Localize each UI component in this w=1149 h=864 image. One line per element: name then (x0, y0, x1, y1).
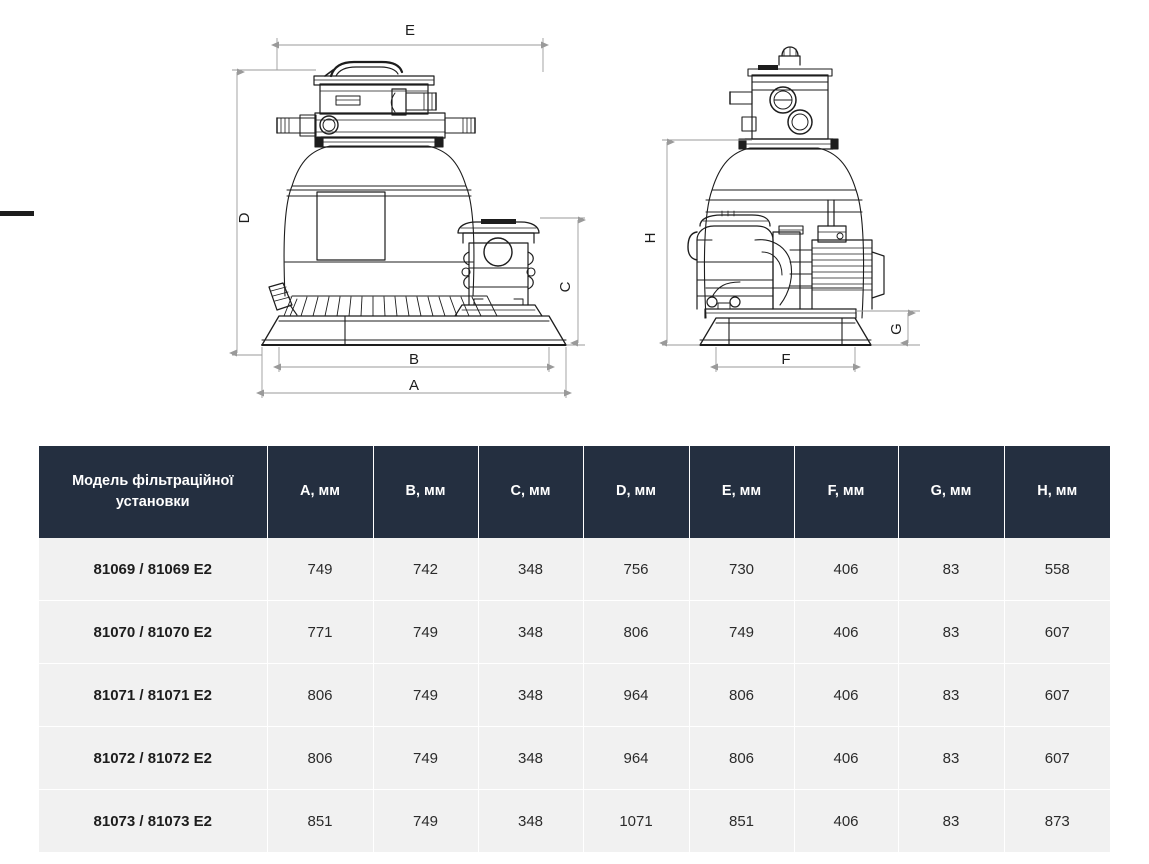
table-row: 81069 / 81069 E2 749 742 348 756 730 406… (39, 538, 1110, 601)
cell-e: 730 (689, 538, 795, 601)
cell-b: 749 (373, 600, 479, 664)
column-header-e: E, мм (689, 446, 795, 538)
cell-a: 749 (267, 538, 374, 601)
cell-c: 348 (478, 600, 584, 664)
dimension-A (256, 347, 572, 398)
specifications-table-container: Модель фільтраційної установки A, мм B, … (39, 446, 1110, 852)
front-base-plate (261, 315, 567, 346)
table-row: 81072 / 81072 E2 806 749 348 964 806 406… (39, 726, 1110, 790)
specifications-table: Модель фільтраційної установки A, мм B, … (39, 446, 1110, 852)
cell-model: 81073 / 81073 E2 (39, 789, 268, 852)
column-header-model: Модель фільтраційної установки (39, 446, 268, 538)
cell-d: 964 (583, 726, 690, 790)
cell-a: 806 (267, 726, 374, 790)
cell-d: 1071 (583, 789, 690, 852)
technical-drawing-svg: E D C B A H G F (0, 22, 920, 398)
dimension-label-G: G (888, 323, 905, 335)
cell-a: 771 (267, 600, 374, 664)
table-header: Модель фільтраційної установки A, мм B, … (39, 446, 1110, 538)
pump-front-view (454, 219, 543, 317)
cell-h: 607 (1004, 663, 1110, 727)
cell-f: 406 (794, 726, 899, 790)
cell-c: 348 (478, 726, 584, 790)
dimension-labels: E D C B A H G F (236, 22, 905, 394)
cell-d: 756 (583, 538, 690, 601)
filter-tank-body (283, 145, 475, 297)
cell-d: 964 (583, 663, 690, 727)
cell-b: 749 (373, 789, 479, 852)
cell-e: 749 (689, 600, 795, 664)
dimension-B (273, 347, 555, 372)
cell-f: 406 (794, 663, 899, 727)
front-view-drawing (261, 60, 567, 346)
cell-g: 83 (898, 538, 1005, 601)
cell-a: 806 (267, 663, 374, 727)
table-row: 81073 / 81073 E2 851 749 348 1071 851 40… (39, 789, 1110, 852)
multiport-valve-front (276, 60, 476, 139)
cell-c: 348 (478, 538, 584, 601)
cell-g: 83 (898, 726, 1005, 790)
dimension-F (710, 347, 861, 372)
tank-skirt-ribs (283, 295, 498, 317)
dimension-label-E: E (405, 22, 415, 39)
cell-g: 83 (898, 789, 1005, 852)
column-header-g: G, мм (898, 446, 1005, 538)
cell-h: 558 (1004, 538, 1110, 601)
cell-e: 851 (689, 789, 795, 852)
dimension-G (856, 309, 920, 347)
cell-h: 607 (1004, 726, 1110, 790)
cell-h: 873 (1004, 789, 1110, 852)
table-row: 81071 / 81071 E2 806 749 348 964 806 406… (39, 663, 1110, 727)
dimension-E (271, 38, 549, 72)
cell-g: 83 (898, 663, 1005, 727)
table-body: 81069 / 81069 E2 749 742 348 756 730 406… (39, 538, 1110, 852)
dimension-H (659, 138, 752, 347)
dimension-label-B: B (409, 351, 419, 368)
pump-side-view (0, 199, 885, 319)
dimension-C (540, 216, 586, 347)
tank-label-plate (316, 191, 386, 261)
table-header-row: Модель фільтраційної установки A, мм B, … (39, 446, 1110, 538)
cell-e: 806 (689, 726, 795, 790)
cell-f: 406 (794, 789, 899, 852)
cell-model: 81072 / 81072 E2 (39, 726, 268, 790)
tank-collar (314, 136, 444, 148)
cell-c: 348 (478, 663, 584, 727)
filter-tank-side (703, 147, 865, 319)
cell-f: 406 (794, 600, 899, 664)
dimension-diagram: E D C B A H G F (0, 0, 1149, 430)
cell-h: 607 (1004, 600, 1110, 664)
cell-c: 348 (478, 789, 584, 852)
cell-b: 749 (373, 663, 479, 727)
cell-model: 81071 / 81071 E2 (39, 663, 268, 727)
dimension-D (229, 68, 316, 357)
column-header-b: B, мм (373, 446, 479, 538)
multiport-valve-side (729, 46, 833, 140)
column-header-h: H, мм (1004, 446, 1110, 538)
side-base-plate (699, 317, 872, 346)
cell-d: 806 (583, 600, 690, 664)
cell-f: 406 (794, 538, 899, 601)
dimension-label-F: F (781, 351, 790, 368)
cell-e: 806 (689, 663, 795, 727)
cell-model: 81070 / 81070 E2 (39, 600, 268, 664)
dimension-label-D: D (236, 212, 253, 223)
cell-model: 81069 / 81069 E2 (39, 538, 268, 601)
side-view-drawing (0, 46, 885, 346)
dimension-label-A: A (409, 377, 419, 394)
cell-b: 742 (373, 538, 479, 601)
dimension-label-H: H (642, 233, 659, 244)
cell-a: 851 (267, 789, 374, 852)
cell-g: 83 (898, 600, 1005, 664)
drain-valve (268, 282, 298, 316)
column-header-f: F, мм (794, 446, 899, 538)
dimension-label-C: C (557, 281, 574, 292)
column-header-c: C, мм (478, 446, 584, 538)
table-row: 81070 / 81070 E2 771 749 348 806 749 406… (39, 600, 1110, 664)
column-header-d: D, мм (583, 446, 690, 538)
cell-b: 749 (373, 726, 479, 790)
column-header-a: A, мм (267, 446, 374, 538)
